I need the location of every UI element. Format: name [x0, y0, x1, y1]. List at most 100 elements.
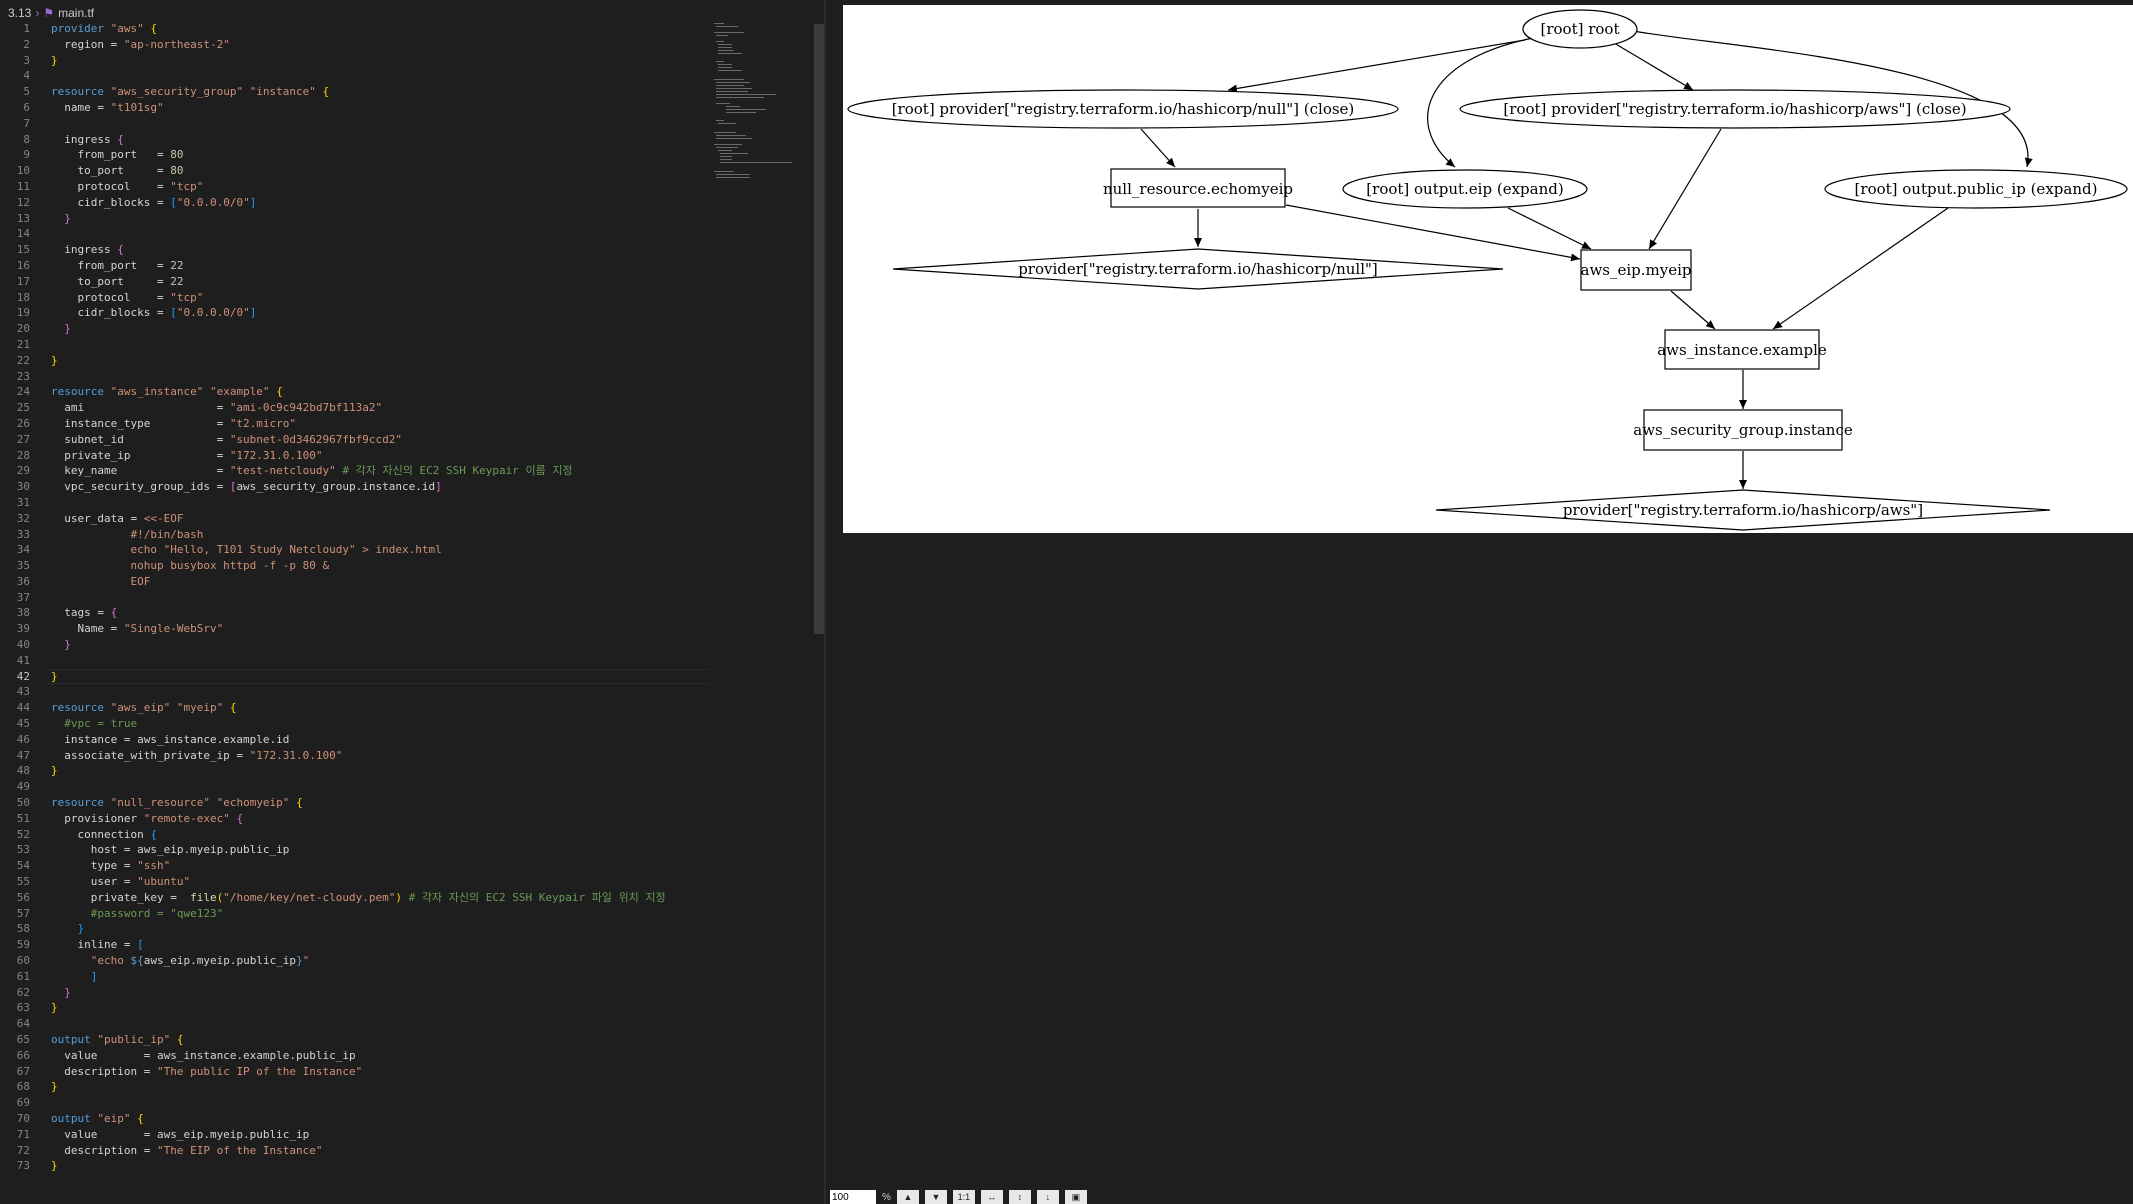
code-line[interactable]: 30 vpc_security_group_ids = [aws_securit…	[0, 479, 710, 495]
node-aws-security-group[interactable]: aws_security_group.instance	[1633, 409, 1853, 451]
code-line[interactable]: 53 host = aws_eip.myeip.public_ip	[0, 842, 710, 858]
editor-scrollbar-thumb[interactable]	[814, 24, 824, 634]
code-line[interactable]: 51 provisioner "remote-exec" {	[0, 811, 710, 827]
line-number: 41	[16, 653, 30, 667]
code-line[interactable]: 73}	[0, 1158, 710, 1174]
code-line[interactable]: 57 #password = "qwe123"	[0, 906, 710, 922]
code-line[interactable]: 37	[0, 590, 710, 606]
code-line[interactable]: 63}	[0, 1000, 710, 1016]
code-line[interactable]: 23	[0, 369, 710, 385]
code-token: "ubuntu"	[137, 875, 191, 889]
code-line[interactable]: 12 cidr_blocks = ["0.0.0.0/0"]	[0, 195, 710, 211]
zoom-out-button[interactable]: ▼	[924, 1190, 947, 1204]
code-line[interactable]: 7	[0, 116, 710, 132]
node-output-eip[interactable]: [root] output.eip (expand)	[1342, 169, 1588, 209]
code-line[interactable]: 64	[0, 1016, 710, 1032]
code-line[interactable]: 22}	[0, 353, 710, 369]
code-line[interactable]: 35 nohup busybox httpd -f -p 80 &	[0, 558, 710, 574]
code-line[interactable]: 71 value = aws_eip.myeip.public_ip	[0, 1127, 710, 1143]
code-line[interactable]: 27 subnet_id = "subnet-0d3462967fbf9ccd2…	[0, 432, 710, 448]
code-line[interactable]: 16 from_port = 22	[0, 258, 710, 274]
code-line[interactable]: 54 type = "ssh"	[0, 858, 710, 874]
code-line[interactable]: 36 EOF	[0, 574, 710, 590]
code-line[interactable]: 61 ]	[0, 969, 710, 985]
code-line[interactable]: 20 }	[0, 321, 710, 337]
zoom-in-button[interactable]: ▲	[896, 1190, 919, 1204]
code-line[interactable]: 66 value = aws_instance.example.public_i…	[0, 1048, 710, 1064]
code-line[interactable]: 47 associate_with_private_ip = "172.31.0…	[0, 748, 710, 764]
zoom-input[interactable]	[830, 1190, 876, 1204]
code-line[interactable]: 10 to_port = 80	[0, 163, 710, 179]
node-root[interactable]: [root] root	[1522, 9, 1638, 49]
node-null-resource[interactable]: null_resource.echomyeip	[1103, 168, 1293, 208]
node-provider-null[interactable]: provider["registry.terraform.io/hashicor…	[892, 248, 1504, 290]
node-output-public-ip[interactable]: [root] output.public_ip (expand)	[1824, 169, 2128, 209]
code-line[interactable]: 6 name = "t101sg"	[0, 100, 710, 116]
code-line[interactable]: 14	[0, 226, 710, 242]
code-line[interactable]: 13 }	[0, 211, 710, 227]
code-line[interactable]: 39 Name = "Single-WebSrv"	[0, 621, 710, 637]
code-line[interactable]: 34 echo "Hello, T101 Study Netcloudy" > …	[0, 542, 710, 558]
code-line[interactable]: 18 protocol = "tcp"	[0, 290, 710, 306]
node-aws-instance[interactable]: aws_instance.example	[1657, 329, 1827, 370]
fit-height-button[interactable]: ↕	[1008, 1190, 1031, 1204]
export-button[interactable]: ↓	[1036, 1190, 1059, 1204]
code-line[interactable]: 46 instance = aws_instance.example.id	[0, 732, 710, 748]
code-line[interactable]: 9 from_port = 80	[0, 147, 710, 163]
code-line[interactable]: 32 user_data = <<-EOF	[0, 511, 710, 527]
code-line[interactable]: 58 }	[0, 921, 710, 937]
code-line[interactable]: 68}	[0, 1079, 710, 1095]
code-line[interactable]: 42}	[0, 668, 710, 685]
code-line[interactable]: 29 key_name = "test-netcloudy" # 각자 자신의 …	[0, 463, 710, 479]
code-line[interactable]: 69	[0, 1095, 710, 1111]
code-line[interactable]: 56 private_key = file("/home/key/net-clo…	[0, 890, 710, 906]
code-line[interactable]: 55 user = "ubuntu"	[0, 874, 710, 890]
code-line[interactable]: 52 connection {	[0, 827, 710, 843]
fit-page-button[interactable]: ▣	[1064, 1190, 1087, 1204]
code-line[interactable]: 2 region = "ap-northeast-2"	[0, 37, 710, 53]
code-line[interactable]: 19 cidr_blocks = ["0.0.0.0/0"]	[0, 305, 710, 321]
code-line[interactable]: 28 private_ip = "172.31.0.100"	[0, 448, 710, 464]
code-line[interactable]: 26 instance_type = "t2.micro"	[0, 416, 710, 432]
code-line[interactable]: 31	[0, 495, 710, 511]
node-provider-aws-close[interactable]: [root] provider["registry.terraform.io/h…	[1459, 89, 2011, 129]
code-line[interactable]: 59 inline = [	[0, 937, 710, 953]
breadcrumb-version[interactable]: 3.13	[8, 6, 32, 20]
fit-width-button[interactable]: ↔	[980, 1190, 1003, 1204]
code-line[interactable]: 38 tags = {	[0, 605, 710, 621]
code-line[interactable]: 3}	[0, 53, 710, 69]
code-line[interactable]: 17 to_port = 22	[0, 274, 710, 290]
code-line[interactable]: 62 }	[0, 985, 710, 1001]
code-line[interactable]: 21	[0, 337, 710, 353]
actual-size-button[interactable]: 1:1	[952, 1190, 975, 1204]
code-line[interactable]: 60 "echo ${aws_eip.myeip.public_ip}"	[0, 953, 710, 969]
code-line[interactable]: 49	[0, 779, 710, 795]
code-line[interactable]: 67 description = "The public IP of the I…	[0, 1064, 710, 1080]
code-line[interactable]: 11 protocol = "tcp"	[0, 179, 710, 195]
code-line[interactable]: 25 ami = "ami-0c9c942bd7bf113a2"	[0, 400, 710, 416]
code-line[interactable]: 15 ingress {	[0, 242, 710, 258]
code-line[interactable]: 33 #!/bin/bash	[0, 527, 710, 543]
code-line[interactable]: 43	[0, 684, 710, 700]
code-line[interactable]: 40 }	[0, 637, 710, 653]
pane-divider[interactable]	[824, 0, 826, 1204]
code-line[interactable]: 4	[0, 68, 710, 84]
breadcrumb-file[interactable]: main.tf	[58, 6, 95, 20]
code-line[interactable]: 72 description = "The EIP of the Instanc…	[0, 1143, 710, 1159]
code-line[interactable]: 41	[0, 653, 710, 669]
node-provider-aws[interactable]: provider["registry.terraform.io/hashicor…	[1435, 489, 2051, 531]
code-line[interactable]: 8 ingress {	[0, 132, 710, 148]
node-provider-null-close[interactable]: [root] provider["registry.terraform.io/h…	[847, 89, 1399, 129]
minimap[interactable]	[712, 21, 812, 181]
code-line[interactable]: 45 #vpc = true	[0, 716, 710, 732]
code-line[interactable]: 48}	[0, 763, 710, 779]
node-aws-eip[interactable]: aws_eip.myeip	[1580, 249, 1692, 291]
